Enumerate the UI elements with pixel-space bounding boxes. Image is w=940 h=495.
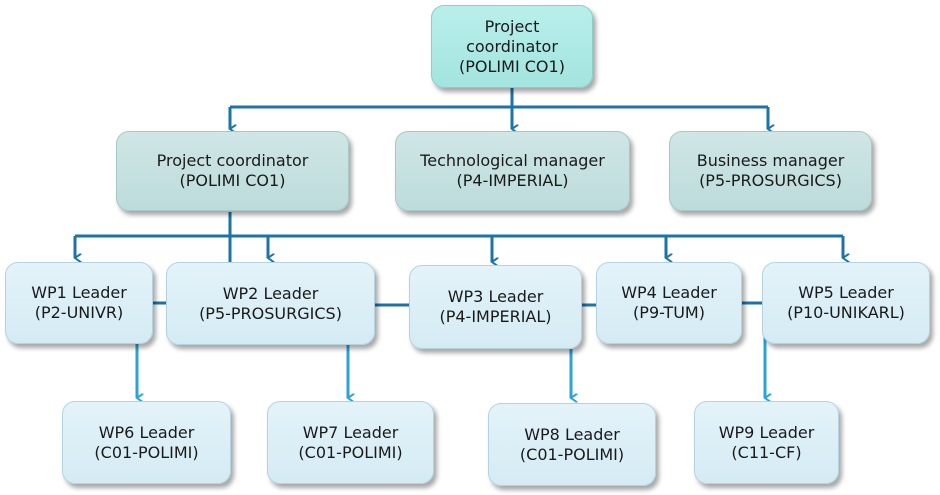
wp-title: WP4 Leader	[621, 283, 717, 302]
wp7-node: WP7 Leader (C01-POLIMI)	[267, 401, 434, 484]
wp-org: (P10-UNIKARL)	[787, 303, 905, 322]
coordinator-connector	[75, 212, 843, 262]
wp-org: (P5-PROSURGICS)	[199, 303, 342, 323]
wp-org: (C11-CF)	[731, 442, 802, 462]
wp4-node: WP4 Leader (P9-TUM)	[596, 262, 742, 344]
wp-org: (C01-POLIMI)	[519, 444, 625, 464]
wp-title: WP8 Leader	[524, 424, 620, 444]
wp9-node: WP9 Leader (C11-CF)	[694, 401, 839, 484]
manager-title: Technological manager	[420, 151, 605, 170]
wp-row1-links	[153, 301, 762, 307]
manager-org: (P4-IMPERIAL)	[456, 171, 569, 190]
root-line3: (POLIMI CO1)	[459, 56, 565, 76]
wp-title: WP7 Leader	[302, 422, 399, 442]
wp-title: WP2 Leader	[222, 283, 319, 303]
root-node: Project coordinator (POLIMI CO1)	[431, 5, 593, 88]
wp8-node: WP8 Leader (C01-POLIMI)	[488, 403, 656, 486]
manager-node-coordinator: Project coordinator (POLIMI CO1)	[116, 131, 349, 211]
wp-org: (C01-POLIMI)	[298, 442, 403, 462]
wp6-node: WP6 Leader (C01-POLIMI)	[62, 401, 231, 484]
wp5-node: WP5 Leader (P10-UNIKARL)	[762, 262, 930, 344]
wp-org: (C01-POLIMI)	[94, 442, 199, 462]
wp-title: WP9 Leader	[718, 422, 815, 442]
manager-node-business: Business manager (P5-PROSURGICS)	[669, 131, 872, 211]
wp3-node: WP3 Leader (P4-IMPERIAL)	[409, 265, 582, 349]
wp-title: WP1 Leader	[31, 283, 127, 302]
root-line2: coordinator	[466, 36, 558, 56]
wp-title: WP3 Leader	[447, 287, 544, 306]
manager-title: Business manager	[696, 151, 845, 170]
wp-title: WP5 Leader	[798, 283, 894, 302]
manager-org: (P5-PROSURGICS)	[699, 171, 842, 190]
wp-org: (P9-TUM)	[633, 303, 705, 322]
wp-title: WP6 Leader	[98, 422, 195, 442]
wp-org: (P4-IMPERIAL)	[439, 307, 552, 326]
wp1-node: WP1 Leader (P2-UNIVR)	[5, 262, 153, 344]
manager-title: Project coordinator	[156, 151, 309, 170]
root-connector	[230, 88, 768, 129]
manager-node-technological: Technological manager (P4-IMPERIAL)	[395, 131, 630, 211]
manager-org: (POLIMI CO1)	[179, 171, 286, 190]
root-line1: Project	[484, 16, 540, 36]
wp2-node: WP2 Leader (P5-PROSURGICS)	[166, 262, 375, 345]
wp-org: (P2-UNIVR)	[34, 303, 124, 322]
